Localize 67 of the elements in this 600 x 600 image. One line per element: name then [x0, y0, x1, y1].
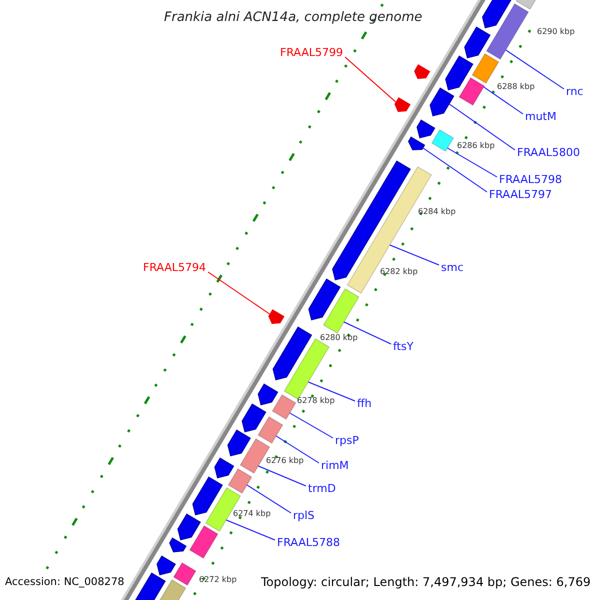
- leader-line: [422, 148, 488, 192]
- gene-block: [268, 309, 284, 324]
- gene-block: [242, 404, 266, 432]
- leader-line: [276, 436, 320, 464]
- gene-label: FRAAL5794: [143, 261, 206, 275]
- gene-block: [445, 56, 474, 90]
- gene-label: mutM: [525, 110, 556, 124]
- gene-block: [169, 538, 187, 552]
- gene-label: rplS: [293, 509, 315, 523]
- gene-label: FRAAL5797: [489, 188, 552, 202]
- leader-line: [389, 244, 440, 266]
- gene-label: rnc: [566, 85, 584, 99]
- gene-label: FRAAL5799: [280, 46, 344, 60]
- gene-block: [272, 394, 296, 420]
- leader-line: [343, 322, 392, 344]
- leader-line: [258, 466, 306, 486]
- gene-block: [408, 136, 426, 150]
- position-label: 6290 kbp: [537, 27, 575, 37]
- leader-line: [448, 104, 516, 150]
- gene-block: [272, 326, 312, 380]
- leader-line: [208, 272, 270, 314]
- gene-block: [227, 430, 251, 456]
- info-text: Topology: circular; Length: 7,497,934 bp; Genes: 6,769: [261, 574, 591, 590]
- gene-label: ffh: [357, 397, 372, 411]
- gene-label: ftsY: [393, 340, 414, 354]
- leader-line: [483, 86, 524, 114]
- gene-label: rimM: [321, 459, 349, 473]
- leader-line: [344, 56, 396, 102]
- gene-block: [414, 64, 430, 80]
- gene-block: [258, 384, 278, 406]
- position-label: 6278 kbp: [297, 396, 335, 406]
- position-label: 6286 kbp: [457, 141, 495, 151]
- leader-line: [505, 50, 564, 90]
- gene-label: FRAAL5800: [517, 146, 580, 160]
- gene-block: [431, 129, 454, 152]
- gene-block: [228, 468, 252, 494]
- position-label: 6282 kbp: [380, 267, 418, 277]
- gene-block: [430, 88, 454, 116]
- position-label: 6272 kbp: [199, 575, 237, 585]
- gene-label: FRAAL5798: [499, 173, 562, 187]
- gene-block: [464, 26, 491, 58]
- gene-block: [472, 53, 500, 84]
- position-label: 6284 kbp: [418, 207, 456, 217]
- gene-block: [156, 556, 176, 576]
- gene-block: [308, 278, 341, 320]
- position-label: 6276 kbp: [266, 456, 304, 466]
- gene-label: trmD: [308, 482, 336, 496]
- gene-block: [394, 97, 411, 112]
- gene-label: FRAAL5788: [277, 536, 340, 550]
- gene-block: [177, 514, 201, 540]
- gene-block: [258, 416, 284, 444]
- position-label: 6280 kbp: [320, 333, 358, 343]
- leader-line: [226, 520, 276, 540]
- title: Frankia alni ACN14a, complete genome: [164, 9, 422, 27]
- gene-block: [192, 476, 223, 516]
- gene-label: rpsP: [335, 434, 359, 448]
- leader-line: [246, 484, 292, 514]
- position-label: 6274 kbp: [233, 509, 271, 519]
- info-text: Accession: NC_008278: [5, 575, 124, 589]
- leader-line: [446, 148, 498, 178]
- gene-block: [486, 3, 529, 60]
- gene-label: smc: [441, 261, 464, 275]
- position-label: 6288 kbp: [497, 82, 535, 92]
- leader-line: [308, 382, 356, 402]
- gene-block: [416, 120, 436, 138]
- leader-line: [289, 412, 334, 438]
- gene-block: [214, 458, 234, 478]
